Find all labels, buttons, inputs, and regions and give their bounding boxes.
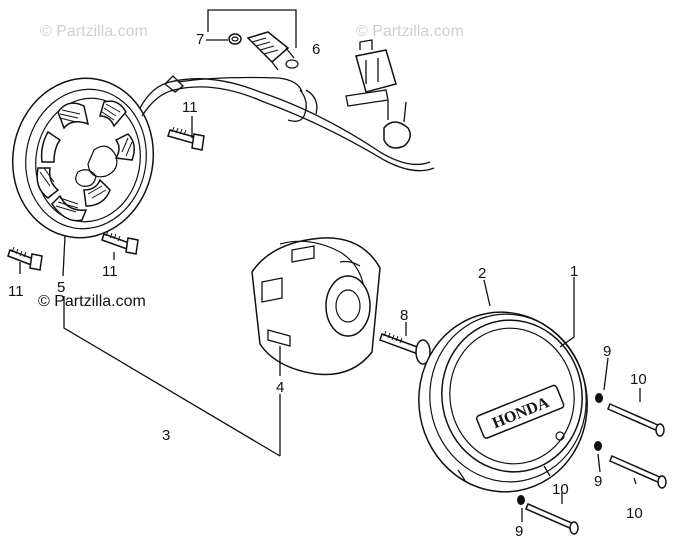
callout-8: 8 [400, 307, 408, 324]
callout-9-bottom: 9 [515, 523, 523, 540]
neutral-switch [246, 31, 299, 71]
callout-11-right: 11 [102, 263, 118, 280]
washer-9-bottom [517, 495, 525, 505]
callout-10-bottom: 10 [552, 481, 569, 498]
wire-connector [345, 39, 397, 107]
callout-3: 3 [162, 427, 170, 444]
callout-bracket-6-7 [207, 9, 297, 48]
callout-7: 7 [196, 31, 204, 48]
callout-6: 6 [312, 41, 320, 58]
callout-4: 4 [276, 379, 284, 396]
washer-9-middle [594, 441, 602, 451]
bolt-11-left [7, 246, 43, 271]
callout-9-middle: 9 [594, 473, 602, 490]
callout-10-middle: 10 [626, 505, 643, 522]
bolt-11-upper [167, 126, 205, 151]
bolt-11-right [101, 230, 139, 255]
rotor-bolt [379, 330, 431, 365]
watermark-middle: © Partzilla.com [38, 293, 146, 310]
callout-11-left: 11 [8, 283, 24, 300]
stator-assembly [11, 77, 155, 239]
screw-10-top [607, 403, 665, 437]
wire-harness [139, 75, 435, 172]
callout-5: 5 [57, 279, 65, 296]
callout-11-upper: 11 [182, 99, 198, 116]
o-ring [228, 33, 242, 45]
callout-2: 2 [478, 265, 486, 282]
callout-10-top: 10 [630, 371, 647, 388]
generator-cover: HONDA [418, 311, 588, 493]
stator-coils [36, 100, 135, 222]
callout-1: 1 [570, 263, 578, 280]
honda-logo-plate [475, 384, 565, 439]
watermark-top-left: © Partzilla.com [40, 23, 148, 40]
watermark-top-right: © Partzilla.com [356, 23, 464, 40]
screw-10-middle [609, 455, 667, 489]
callout-9-top: 9 [603, 343, 611, 360]
screw-10-bottom [525, 503, 579, 535]
washer-9-top [595, 393, 603, 403]
rotor [251, 237, 381, 376]
leader-lines [19, 116, 641, 522]
